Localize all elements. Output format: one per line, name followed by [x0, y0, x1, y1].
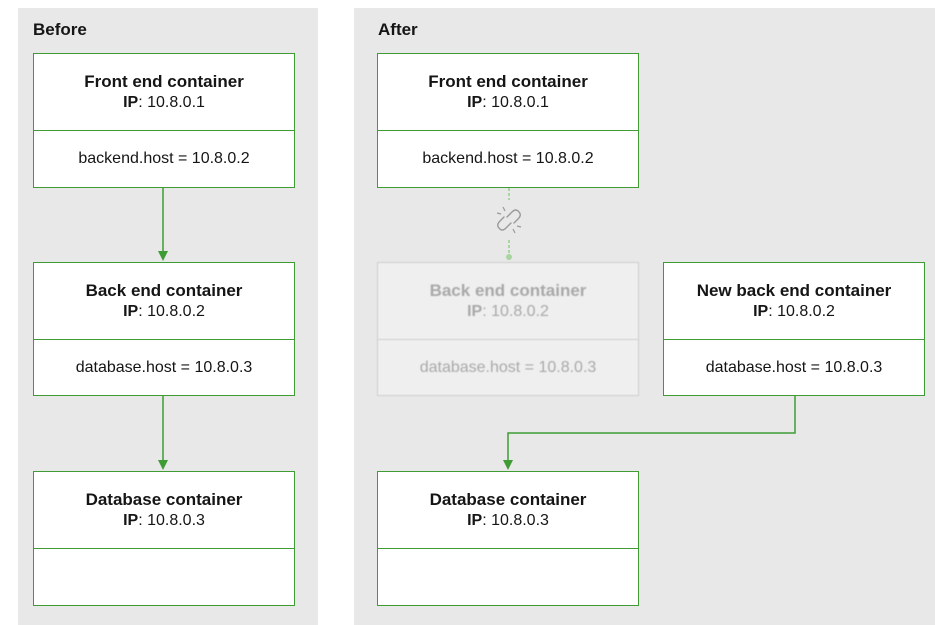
container-header: Database container IP: 10.8.0.3 — [34, 472, 294, 549]
container-ip: IP: 10.8.0.3 — [467, 512, 549, 529]
container-name: Database container — [429, 490, 587, 509]
container-name: New back end container — [696, 281, 892, 300]
container-header: Back end container IP: 10.8.0.2 — [34, 263, 294, 340]
container-config: backend.host = 10.8.0.2 — [78, 150, 250, 167]
after-frontend-container: Front end container IP: 10.8.0.1 backend… — [377, 53, 639, 188]
broken-link-icon — [496, 206, 522, 234]
after-new-backend-container: New back end container IP: 10.8.0.2 data… — [663, 262, 925, 396]
container-ip: IP: 10.8.0.2 — [753, 303, 835, 320]
container-header: Back end container IP: 10.8.0.2 — [378, 263, 638, 340]
before-database-container: Database container IP: 10.8.0.3 — [33, 471, 295, 606]
container-config: backend.host = 10.8.0.2 — [422, 150, 594, 167]
after-database-container: Database container IP: 10.8.0.3 — [377, 471, 639, 606]
container-header: Database container IP: 10.8.0.3 — [378, 472, 638, 549]
container-name: Back end container — [85, 281, 243, 300]
container-header: Front end container IP: 10.8.0.1 — [378, 54, 638, 131]
container-ip: IP: 10.8.0.1 — [123, 94, 205, 111]
container-header: New back end container IP: 10.8.0.2 — [664, 263, 924, 340]
container-ip: IP: 10.8.0.2 — [123, 303, 205, 320]
container-ip: IP: 10.8.0.3 — [123, 512, 205, 529]
arrow-new-backend-to-database — [503, 396, 796, 470]
broken-connection — [506, 188, 512, 260]
arrow-frontend-to-backend — [158, 188, 168, 261]
before-backend-container: Back end container IP: 10.8.0.2 database… — [33, 262, 295, 396]
before-panel-title: Before — [33, 20, 87, 39]
arrow-backend-to-database — [158, 396, 168, 470]
container-name: Front end container — [428, 72, 588, 91]
after-old-backend-container: Back end container IP: 10.8.0.2 database… — [377, 262, 639, 396]
container-header: Front end container IP: 10.8.0.1 — [34, 54, 294, 131]
container-config: database.host = 10.8.0.3 — [419, 358, 597, 376]
container-name: Back end container — [429, 281, 587, 300]
container-config: database.host = 10.8.0.3 — [705, 358, 883, 376]
container-name: Database container — [85, 490, 243, 509]
after-panel-title: After — [378, 20, 418, 39]
container-ip: IP: 10.8.0.2 — [467, 303, 549, 320]
container-name: Front end container — [84, 72, 244, 91]
before-frontend-container: Front end container IP: 10.8.0.1 backend… — [33, 53, 295, 188]
container-config: database.host = 10.8.0.3 — [75, 358, 253, 376]
container-ip: IP: 10.8.0.1 — [467, 94, 549, 111]
